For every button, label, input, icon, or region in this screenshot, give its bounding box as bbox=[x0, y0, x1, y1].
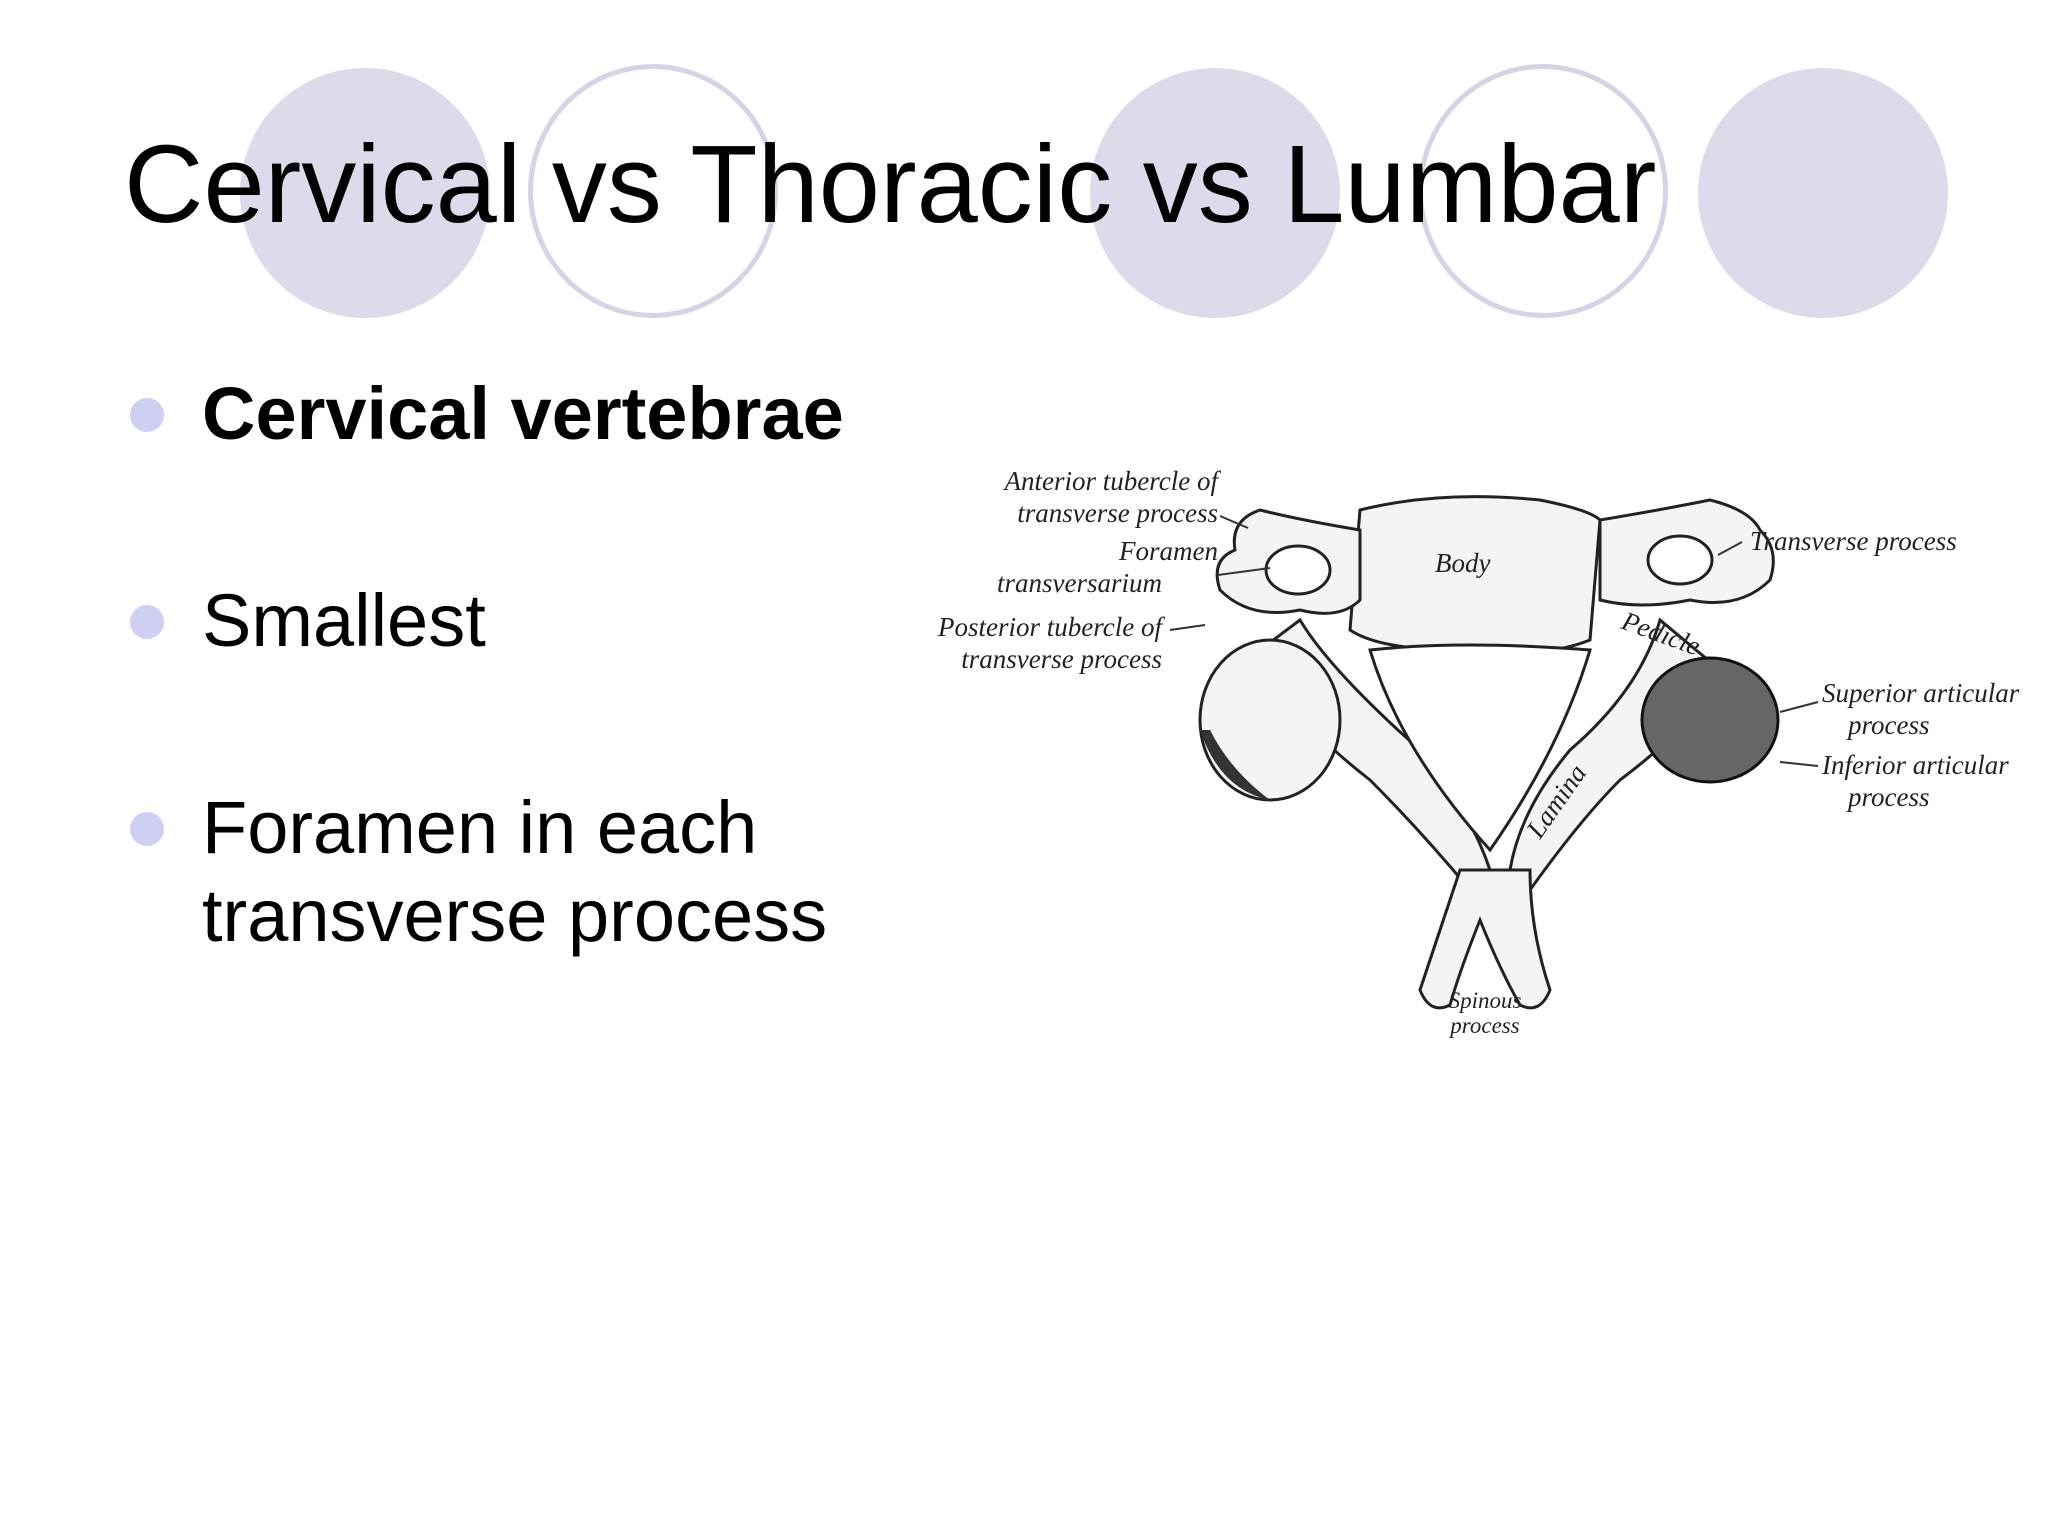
label-inferior-articular-2: process bbox=[1846, 782, 1930, 812]
bullet-dot-icon bbox=[130, 604, 164, 639]
left-articular-shape bbox=[1198, 638, 1342, 802]
label-superior-articular-1: Superior articular bbox=[1822, 678, 2020, 708]
bullet-dot-icon bbox=[130, 811, 164, 846]
cervical-vertebra-figure: Anterior tubercle of transverse process … bbox=[900, 450, 2048, 1050]
decor-ring-2 bbox=[528, 64, 778, 318]
label-anterior-tubercle-1: Anterior tubercle of bbox=[1003, 466, 1222, 496]
label-posterior-tubercle-1: Posterior tubercle of bbox=[937, 612, 1165, 642]
label-posterior-tubercle-2: transverse process bbox=[961, 644, 1162, 674]
label-spinous-1: Spinous bbox=[1449, 988, 1522, 1013]
label-transverse-process: Transverse process bbox=[1750, 526, 1957, 556]
label-inferior-articular-1: Inferior articular bbox=[1821, 750, 2009, 780]
label-body: Body bbox=[1435, 548, 1490, 578]
vertebral-foramen-shape bbox=[1368, 643, 1592, 853]
label-spinous-2: process bbox=[1448, 1013, 1519, 1038]
bullet-text: Foramen in each transverse process bbox=[202, 785, 828, 958]
label-foramen-1: Foramen bbox=[1118, 536, 1218, 566]
decor-ring-4 bbox=[1418, 64, 1668, 318]
vertebra-illustration: Anterior tubercle of transverse process … bbox=[937, 466, 2020, 1038]
bullet-dot-icon bbox=[130, 398, 164, 432]
slide-title: Cervical vs Thoracic vs Lumbar bbox=[124, 123, 1657, 246]
decor-circle-1 bbox=[240, 68, 490, 318]
bullet-item: Smallest bbox=[130, 577, 930, 666]
label-superior-articular-2: process bbox=[1846, 710, 1930, 740]
bullet-item: Cervical vertebrae bbox=[130, 370, 930, 459]
left-mass-shading-shape bbox=[1200, 730, 1270, 800]
label-anterior-tubercle-2: transverse process bbox=[1017, 498, 1218, 528]
spinous-shape bbox=[1418, 868, 1552, 1010]
bullet-text: Cervical vertebrae bbox=[202, 372, 844, 455]
decor-circle-5 bbox=[1698, 68, 1948, 318]
bullet-item: Foramen in each transverse process bbox=[130, 784, 842, 962]
decor-circle-3 bbox=[1090, 68, 1340, 318]
bullet-list: Cervical vertebrae Smallest Foramen in e… bbox=[130, 370, 930, 1079]
label-foramen-2: transversarium bbox=[997, 568, 1162, 598]
bullet-text: Smallest bbox=[202, 578, 486, 662]
left-foramen-shape bbox=[1264, 544, 1332, 596]
superior-articular-facet-shape bbox=[1640, 656, 1780, 784]
right-foramen-shape bbox=[1646, 534, 1714, 586]
